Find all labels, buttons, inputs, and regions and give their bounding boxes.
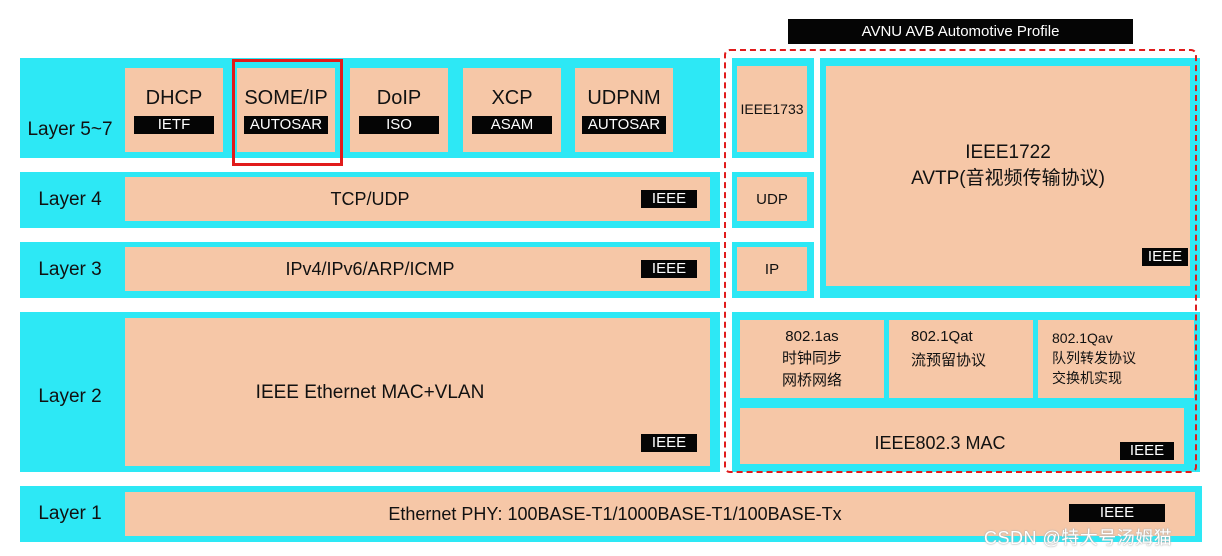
ieee1733-box: IEEE1733 xyxy=(737,66,807,152)
avb-profile-boundary xyxy=(724,49,1197,473)
avtp-box: IEEE1722 AVTP(音视频传输协议) IEEE xyxy=(826,66,1190,286)
layer-1-label: Layer 1 xyxy=(38,503,102,524)
someip-highlight xyxy=(232,59,343,166)
avtp-line-2: AVTP(音视频传输协议) xyxy=(911,168,1105,189)
mac-box: IEEE Ethernet MAC+VLAN IEEE xyxy=(125,318,710,466)
as-line-3: 网桥网络 xyxy=(781,372,842,389)
box-8021qav: 802.1Qav 队列转发协议 交换机实现 xyxy=(1038,320,1194,398)
avb-udp-box: UDP xyxy=(737,177,807,221)
protocol-name: SOME/IP xyxy=(244,86,328,109)
layer-2-label: Layer 2 xyxy=(38,386,102,407)
protocol-box-udpnm: UDPNM AUTOSAR xyxy=(575,68,673,152)
avtp-label: IEEE1722 AVTP(音视频传输协议) xyxy=(826,136,1190,196)
protocol-name: DHCP xyxy=(145,86,203,109)
as-line-1: 802.1as xyxy=(785,328,839,345)
ip-box: IPv4/IPv6/ARP/ICMP IEEE xyxy=(125,247,710,291)
qav-line-3: 交换机实现 xyxy=(1052,370,1122,386)
box-8021as: 802.1as 时钟同步 网桥网络 xyxy=(740,320,884,398)
box-8021qat: 802.1Qat 流预留协议 xyxy=(889,320,1033,398)
org-tag: IEEE xyxy=(1120,442,1174,460)
layer-4-label: Layer 4 xyxy=(38,189,102,210)
csdn-watermark: CSDN @特大号汤姆猫 xyxy=(984,528,1173,548)
protocol-box-xcp: XCP ASAM xyxy=(463,68,561,152)
phy-box: Ethernet PHY: 100BASE-T1/1000BASE-T1/100… xyxy=(125,492,1195,536)
phy-label: Ethernet PHY: 100BASE-T1/1000BASE-T1/100… xyxy=(388,503,842,524)
org-tag: IEEE xyxy=(641,260,697,278)
org-tag: ISO xyxy=(359,115,439,134)
org-tag: IEEE xyxy=(641,190,697,208)
ieee8023-mac-label: IEEE802.3 MAC xyxy=(874,432,1006,453)
tcp-udp-label: TCP/UDP xyxy=(330,188,410,209)
protocol-box-dhcp: DHCP IETF xyxy=(125,68,223,152)
protocol-box-someip: SOME/IP AUTOSAR xyxy=(237,68,335,152)
org-tag: IEEE xyxy=(1069,504,1165,522)
qav-line-2: 队列转发协议 xyxy=(1052,350,1136,366)
avb-ip-box: IP xyxy=(737,247,807,291)
qat-line-1: 802.1Qat xyxy=(911,328,973,345)
org-tag: AUTOSAR xyxy=(582,115,666,134)
protocol-name: XCP xyxy=(491,86,533,109)
tcp-udp-box: TCP/UDP IEEE xyxy=(125,177,710,221)
org-tag: AUTOSAR xyxy=(244,115,328,134)
org-tag: IEEE xyxy=(1142,248,1188,266)
org-tag: IEEE xyxy=(641,434,697,452)
ip-label: IPv4/IPv6/ARP/ICMP xyxy=(285,258,455,279)
mac-label: IEEE Ethernet MAC+VLAN xyxy=(255,382,485,403)
qav-line-1: 802.1Qav xyxy=(1052,330,1113,346)
layer-5-7-label: Layer 5~7 xyxy=(27,119,113,140)
layer-3-label: Layer 3 xyxy=(38,259,102,280)
org-tag: IETF xyxy=(134,115,214,134)
as-line-2: 时钟同步 xyxy=(781,350,842,367)
org-tag: ASAM xyxy=(472,115,552,134)
ieee8023-mac-box: IEEE802.3 MAC IEEE xyxy=(740,408,1184,464)
protocol-box-doip: DoIP ISO xyxy=(350,68,448,152)
avb-profile-title: AVNU AVB Automotive Profile xyxy=(788,19,1133,44)
avtp-line-1: IEEE1722 xyxy=(965,142,1051,163)
protocol-name: UDPNM xyxy=(587,86,661,109)
qat-line-2: 流预留协议 xyxy=(911,352,987,369)
protocol-name: DoIP xyxy=(376,86,422,109)
